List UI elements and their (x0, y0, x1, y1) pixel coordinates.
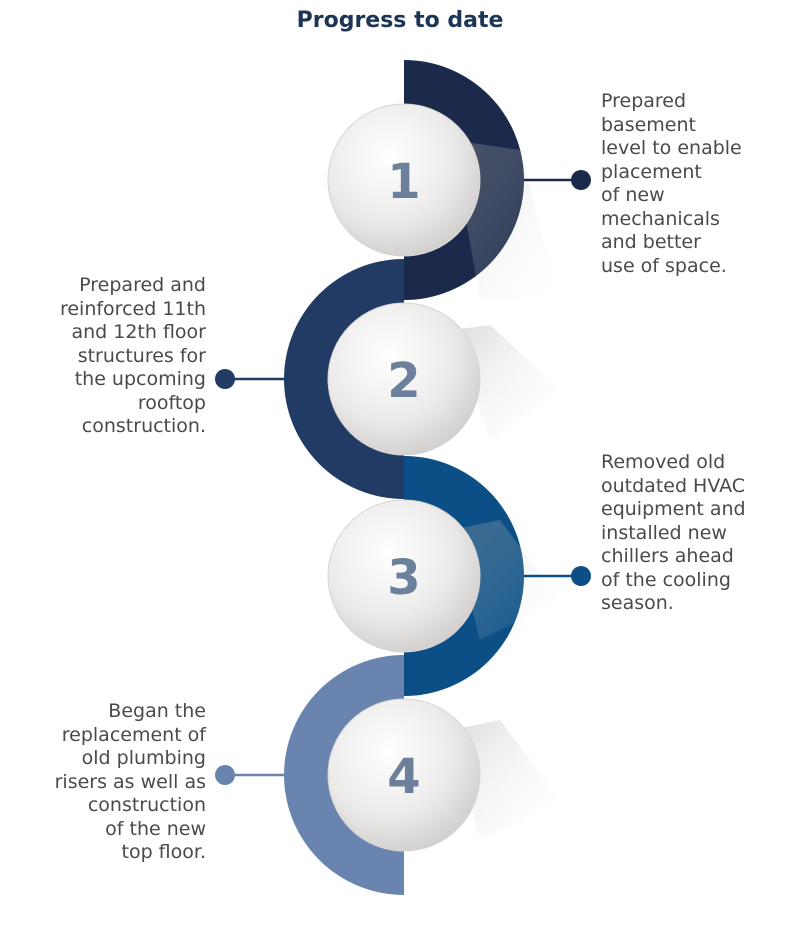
step-1-dot (571, 170, 591, 190)
page-title: Progress to date (296, 8, 504, 33)
step-1-disc (327, 103, 481, 257)
step-4-group: 4 (215, 655, 560, 895)
step-3-group: 3 (327, 456, 591, 696)
step-4-disc (327, 698, 481, 852)
step-4-description: Began the replacement of old plumbing ri… (54, 700, 206, 863)
step-3-description: Removed old outdated HVAC equipment and … (601, 451, 746, 614)
step-2-shadow (452, 325, 560, 440)
step-2-disc (327, 302, 481, 456)
step-2-dot (215, 369, 235, 389)
step-4-shadow (452, 720, 560, 840)
step-1-number: 1 (387, 154, 420, 210)
step-4-number: 4 (387, 749, 420, 805)
step-3-number: 3 (387, 550, 420, 606)
step-1-group: 1 (327, 60, 591, 300)
step-2-description: Prepared and reinforced 11th and 12th fl… (59, 274, 206, 437)
step-2-number: 2 (387, 353, 420, 409)
step-3-disc (327, 499, 481, 653)
step-3-shadow (452, 520, 560, 640)
step-3-dot (571, 566, 591, 586)
step-2-group: 2 (215, 259, 560, 499)
step-4-dot (215, 765, 235, 785)
step-1-description: Prepared basement level to enable placem… (601, 90, 742, 277)
